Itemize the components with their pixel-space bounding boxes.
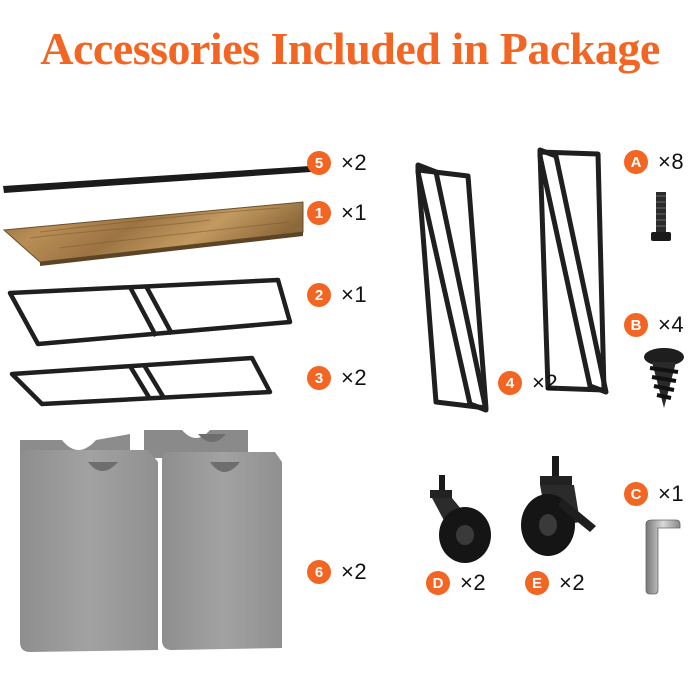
part-quantity: ×2 xyxy=(532,370,559,395)
part-badge: C xyxy=(624,482,648,506)
page-title: Accessories Included in Package xyxy=(40,23,660,74)
part-quantity: ×2 xyxy=(460,570,487,595)
part-badge: 2 xyxy=(307,283,331,307)
part-e-label: E ×2 xyxy=(525,570,585,596)
part-quantity: ×2 xyxy=(559,570,586,595)
part-3-label: 3 ×2 xyxy=(307,365,367,391)
part-badge: E xyxy=(525,571,549,595)
part-quantity: ×2 xyxy=(341,559,368,584)
screw-icon xyxy=(644,348,684,408)
laundry-bag-icon xyxy=(20,430,282,652)
part-quantity: ×1 xyxy=(341,282,368,307)
part-badge: 4 xyxy=(498,371,522,395)
thin-bar-icon xyxy=(3,166,311,193)
side-frame-icon xyxy=(415,147,609,413)
part-quantity: ×8 xyxy=(658,149,685,174)
part-1-label: 1 ×1 xyxy=(307,200,367,226)
part-badge: 3 xyxy=(307,366,331,390)
part-badge: A xyxy=(624,150,648,174)
caster-wheel-icon xyxy=(430,475,491,563)
part-badge: D xyxy=(426,571,450,595)
part-quantity: ×1 xyxy=(658,481,685,506)
part-quantity: ×1 xyxy=(341,200,368,225)
bottom-frame-icon xyxy=(9,355,273,407)
part-b-label: B ×4 xyxy=(624,312,684,338)
part-4-label: 4 ×2 xyxy=(498,370,558,396)
part-badge: 5 xyxy=(307,151,331,175)
part-6-label: 6 ×2 xyxy=(307,559,367,585)
part-5-label: 5 ×2 xyxy=(307,150,367,176)
part-c-label: C ×1 xyxy=(624,481,684,507)
part-quantity: ×2 xyxy=(341,150,368,175)
part-quantity: ×4 xyxy=(658,312,685,337)
shelf-frame-icon xyxy=(7,277,293,347)
allen-key-icon xyxy=(645,519,681,595)
part-quantity: ×2 xyxy=(341,365,368,390)
part-2-label: 2 ×1 xyxy=(307,282,367,308)
part-a-label: A ×8 xyxy=(624,149,684,175)
locking-caster-icon xyxy=(521,456,596,556)
part-d-label: D ×2 xyxy=(426,570,486,596)
wood-shelf-icon xyxy=(2,201,304,266)
bolt-icon xyxy=(651,192,671,241)
part-badge: 1 xyxy=(307,201,331,225)
part-badge: B xyxy=(624,313,648,337)
part-badge: 6 xyxy=(307,560,331,584)
